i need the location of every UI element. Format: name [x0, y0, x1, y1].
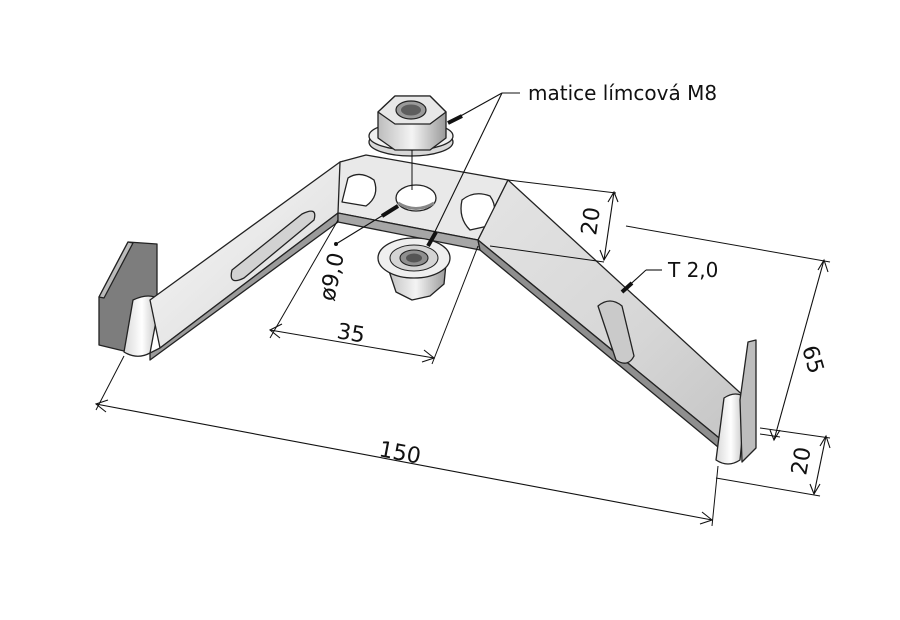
dim-35-label: 35 — [335, 319, 367, 348]
thickness-callout-label: T 2,0 — [667, 258, 718, 282]
dimensions — [94, 179, 831, 527]
leaders — [334, 92, 662, 294]
center-hole — [395, 184, 437, 212]
dim-hole-diameter-label: ø9,0 — [315, 251, 350, 304]
upper-nut — [368, 95, 454, 157]
right-tab — [739, 339, 757, 463]
dim-150-label: 150 — [377, 437, 423, 469]
right-slot — [597, 300, 635, 364]
dim-height-label: 65 — [796, 343, 828, 377]
dim-lip-label: 20 — [787, 445, 816, 477]
lower-flange-nut — [377, 237, 451, 301]
bracket — [98, 154, 757, 465]
left-slot — [230, 210, 316, 282]
annotations: matice límcová M8 T 2,0 150 35 ø9,0 20 6… — [315, 81, 828, 477]
nut-callout-label: matice límcová M8 — [528, 81, 717, 105]
dim-bend-depth-label: 20 — [577, 206, 606, 237]
left-notch — [341, 173, 377, 207]
